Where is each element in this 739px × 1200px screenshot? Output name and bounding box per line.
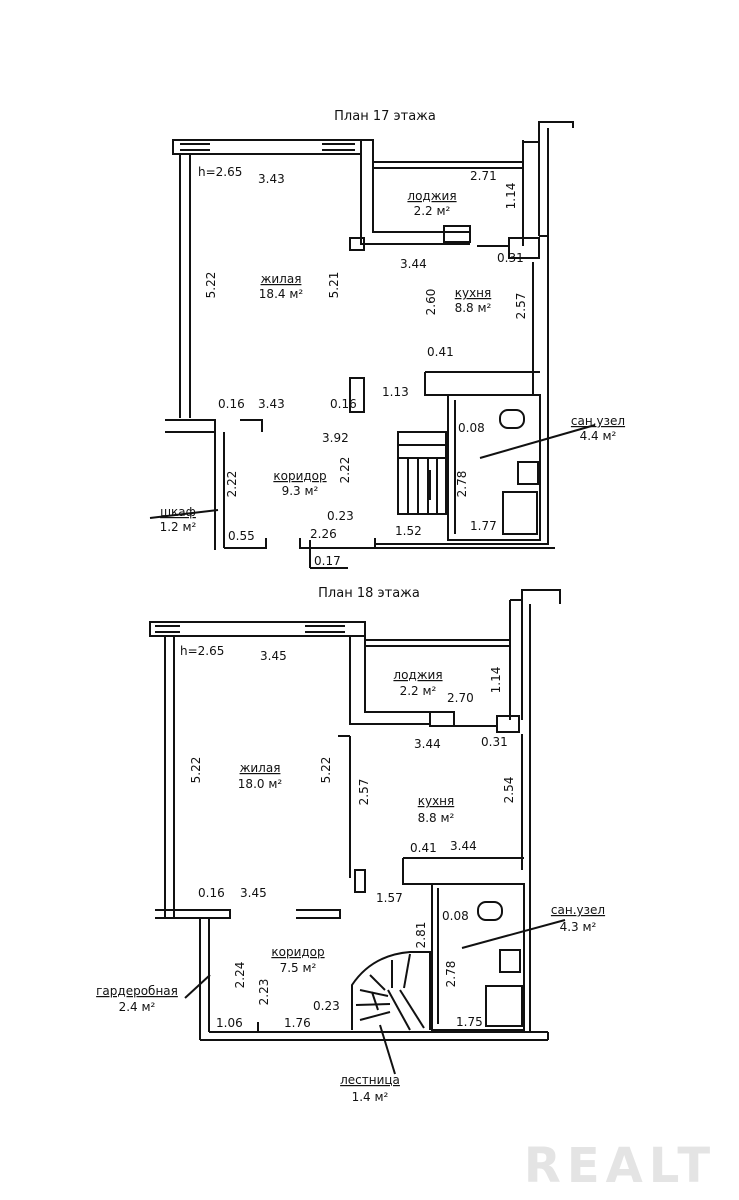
room-name: кухня (418, 794, 455, 808)
dim: 2.22 (225, 471, 239, 498)
plan-18-labels: План 18 этажа h=2.65 3.45 5.22 5.22 2.70… (96, 586, 605, 1104)
dim: 3.43 (258, 172, 285, 186)
room-name: лестница (340, 1073, 400, 1087)
dim: 2.78 (444, 961, 458, 988)
room-name: коридор (271, 945, 324, 959)
dim: 0.16 (218, 397, 245, 411)
dim: 2.57 (514, 293, 528, 320)
dim: 3.92 (322, 431, 349, 445)
dim: 1.75 (456, 1015, 483, 1029)
dim: 0.16 (330, 397, 357, 411)
room-name: лоджия (393, 668, 442, 682)
room-area: 1.2 м² (160, 520, 197, 534)
dim: 2.57 (357, 779, 371, 806)
room-name: жилая (240, 761, 281, 775)
room-name: жилая (261, 272, 302, 286)
dim: 5.22 (204, 272, 218, 299)
room-area: 18.4 м² (259, 287, 304, 301)
dim: 2.23 (257, 979, 271, 1006)
dim: 1.77 (470, 519, 497, 533)
room-name: лоджия (407, 189, 456, 203)
dim: 1.52 (395, 524, 422, 538)
dim: 5.22 (189, 757, 203, 784)
dim: 0.41 (410, 841, 437, 855)
watermark: REALT (524, 1138, 716, 1194)
dim: 0.31 (481, 735, 508, 749)
plan-17-walls (149, 121, 596, 569)
dim: 3.45 (260, 649, 287, 663)
height-label: h=2.65 (180, 644, 224, 658)
room-name: сан.узел (571, 414, 625, 428)
room-name: кухня (455, 286, 492, 300)
plan-18-walls (149, 589, 566, 1075)
plan-17-labels: План 17 этажа h=2.65 3.43 5.22 5.21 2.71… (160, 109, 625, 568)
dim: 2.78 (455, 471, 469, 498)
room-area: 2.4 м² (119, 1000, 156, 1014)
room-area: 18.0 м² (238, 777, 283, 791)
dim: 1.76 (284, 1016, 311, 1030)
plan-17-title: План 17 этажа (334, 109, 436, 124)
dim: 2.24 (233, 962, 247, 989)
dim: 5.22 (319, 757, 333, 784)
dim: 1.14 (504, 183, 518, 210)
room-area: 8.8 м² (418, 811, 455, 825)
dim: 3.45 (240, 886, 267, 900)
dim: 2.81 (414, 922, 428, 949)
room-name: гардеробная (96, 984, 178, 998)
dim: 0.41 (427, 345, 454, 359)
dim: 3.44 (414, 737, 441, 751)
dim: 1.14 (489, 667, 503, 694)
room-area: 7.5 м² (280, 961, 317, 975)
dim: 0.23 (313, 999, 340, 1013)
dim: 2.71 (470, 169, 497, 183)
room-area: 8.8 м² (455, 301, 492, 315)
dim: 2.26 (310, 527, 337, 541)
room-name: сан.узел (551, 903, 605, 917)
dim: 5.21 (327, 272, 341, 299)
room-area: 1.4 м² (352, 1090, 389, 1104)
room-name: коридор (273, 469, 326, 483)
dim: 1.57 (376, 891, 403, 905)
room-area: 2.2 м² (414, 204, 451, 218)
dim: 3.43 (258, 397, 285, 411)
dim: 0.23 (327, 509, 354, 523)
dim: 3.44 (400, 257, 427, 271)
dim: 2.54 (502, 777, 516, 804)
dim: 1.06 (216, 1016, 243, 1030)
room-name: шкаф (160, 505, 196, 519)
dim: 2.70 (447, 691, 474, 705)
dim: 0.31 (497, 251, 524, 265)
dim: 0.08 (458, 421, 485, 435)
dim: 3.44 (450, 839, 477, 853)
plan-18-title: План 18 этажа (318, 586, 420, 601)
dim: 0.17 (314, 554, 341, 568)
dim: 2.22 (338, 457, 352, 484)
dim: 0.55 (228, 529, 255, 543)
dim: 0.08 (442, 909, 469, 923)
room-area: 4.4 м² (580, 429, 617, 443)
dim: 1.13 (382, 385, 409, 399)
dim: 0.16 (198, 886, 225, 900)
dim: 2.60 (424, 289, 438, 316)
room-area: 4.3 м² (560, 920, 597, 934)
room-area: 9.3 м² (282, 484, 319, 498)
height-label: h=2.65 (198, 165, 242, 179)
room-area: 2.2 м² (400, 684, 437, 698)
